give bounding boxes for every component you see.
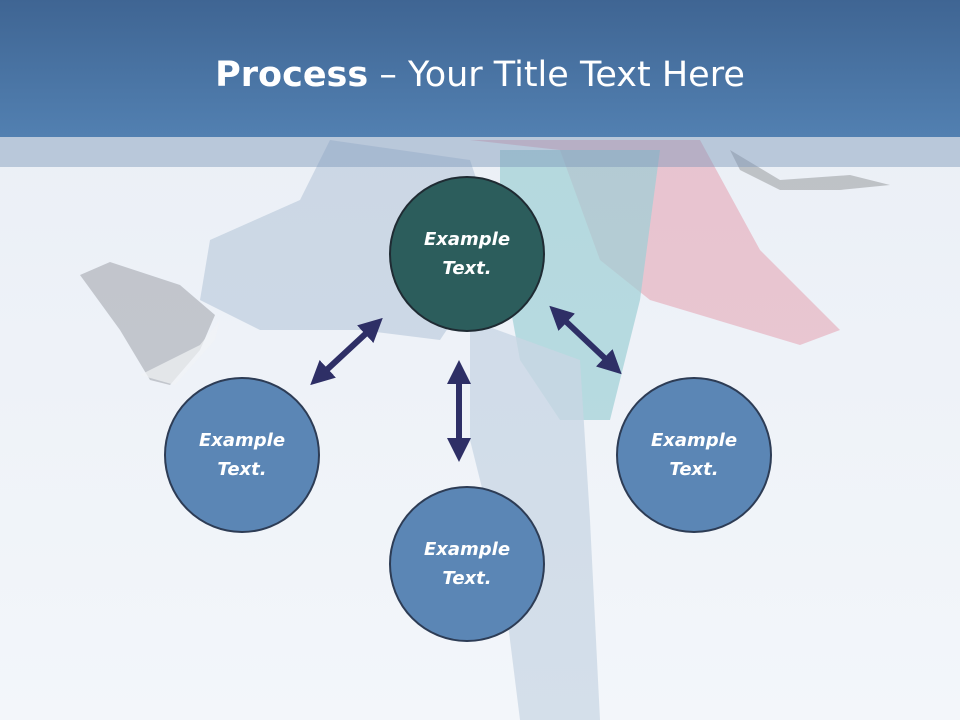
title-bold-part: Process — [215, 55, 369, 95]
node-right: Example Text. — [616, 377, 772, 533]
node-center-text: Example Text. — [423, 229, 511, 279]
node-right-text: Example Text. — [650, 430, 738, 480]
arrow-center-left — [310, 317, 383, 386]
title-bar — [0, 0, 960, 137]
node-bottom: Example Text. — [389, 486, 545, 642]
node-left: Example Text. — [164, 377, 320, 533]
title-rest-part: – Your Title Text Here — [368, 55, 745, 95]
node-bottom-text: Example Text. — [423, 539, 511, 589]
arrow-center-right — [549, 305, 622, 375]
slide-title: Process – Your Title Text Here — [0, 52, 960, 98]
node-center: Example Text. — [389, 176, 545, 332]
node-left-text: Example Text. — [198, 430, 286, 480]
title-underline-strip — [0, 137, 960, 167]
